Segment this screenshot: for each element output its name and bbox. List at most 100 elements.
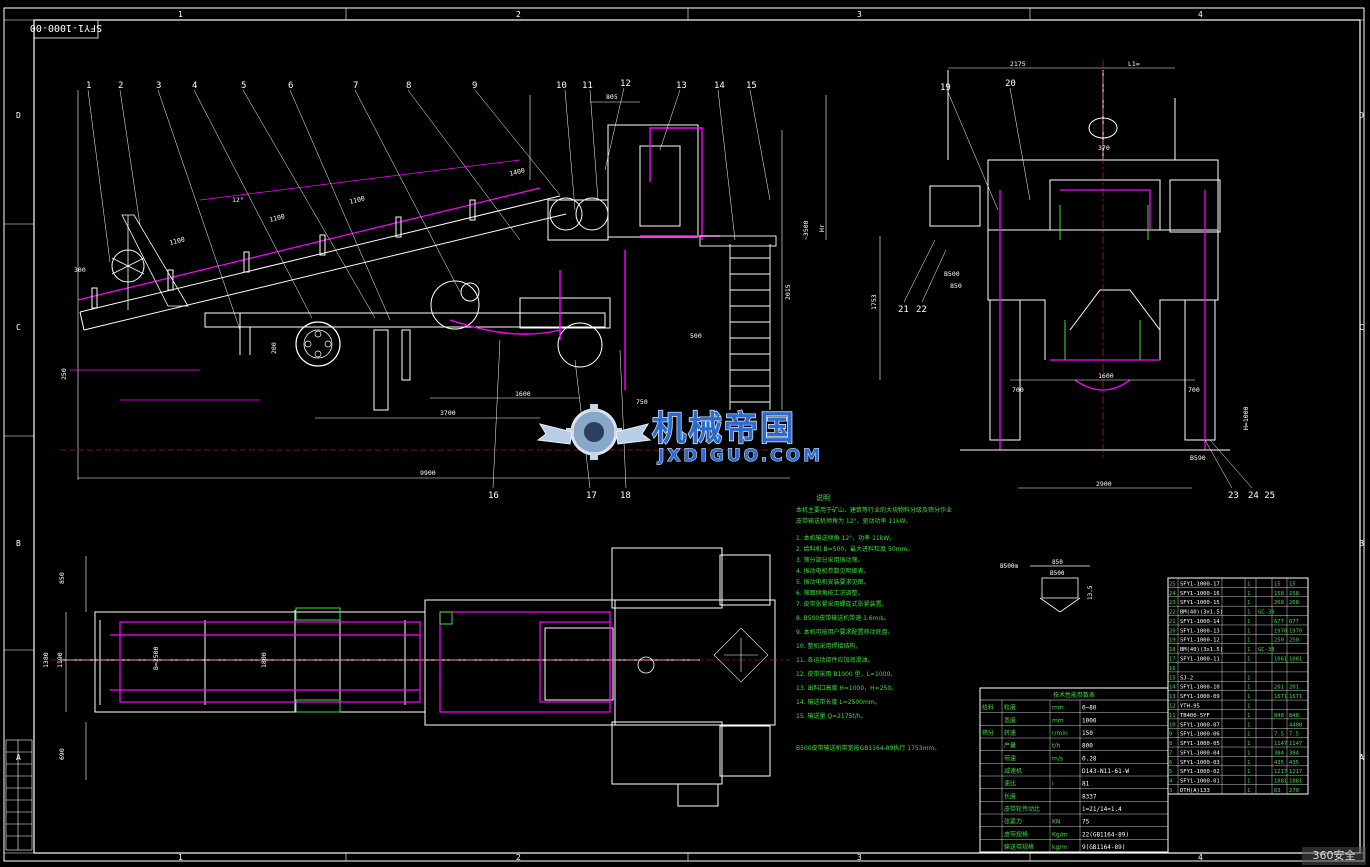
params-table-cell: 产量 <box>1004 742 1016 750</box>
part-balloon: 7 <box>353 81 358 91</box>
bom-table-cell: 10 <box>1169 722 1176 728</box>
dim-text: B=2500 <box>152 646 160 670</box>
bom-table-cell: 1 <box>1247 694 1250 700</box>
bom-table-cell: SFY1-1000-15 <box>1180 600 1220 606</box>
part-balloon: 3 <box>156 81 161 91</box>
part-balloon: 10 <box>556 81 567 91</box>
part-balloon: 15 <box>746 81 757 91</box>
zone-letter: A <box>1359 753 1364 762</box>
zone-letter: D <box>1359 111 1364 120</box>
bom-table-cell: 1 <box>1247 713 1250 719</box>
dim-text: 700 <box>1012 386 1024 394</box>
bom-table-cell: 1 <box>1247 779 1250 785</box>
notes-line: 11. 各运动部件应加润滑油。 <box>796 656 873 664</box>
part-balloon: 14 <box>714 81 725 91</box>
params-table-cell: 给料 <box>982 704 994 712</box>
bom-table-cell: 7.5 <box>1274 732 1284 738</box>
bom-table-cell: 1 <box>1247 750 1250 756</box>
zone-numbers-bottom: 1 2 3 4 <box>178 853 1203 862</box>
notes-line: 6. 筛面倾角按工况调整。 <box>796 589 864 597</box>
dim-text: 1100 <box>169 235 186 247</box>
zone-letters-right: D C B A <box>1359 111 1364 762</box>
bom-table-cell: 1 <box>1247 769 1250 775</box>
params-table-cell: KN <box>1052 819 1060 826</box>
zone-letter: A <box>16 753 21 762</box>
dim-text: 850 <box>58 572 66 584</box>
params-table-cell: m/s <box>1052 755 1063 762</box>
dim-text: 1380 <box>42 652 50 668</box>
bom-table-cell: 23 <box>1169 600 1176 606</box>
drawing-id-box <box>33 19 99 39</box>
part-balloon: 5 <box>241 81 246 91</box>
dim-text: Hr <box>818 224 826 232</box>
bom-table-cell: 20 <box>1169 628 1176 634</box>
notes-line: 4. 振动电机参数见明细表。 <box>796 567 870 575</box>
zone-letter: B <box>16 539 21 548</box>
bom-table-cell: 1 <box>1247 703 1250 709</box>
bom-table-cell: 1 <box>1247 638 1250 644</box>
zone-number: 4 <box>1198 10 1203 19</box>
bom-table-cell: 63 <box>1274 788 1281 794</box>
revision-strip <box>5 739 33 851</box>
dim-text: 1100 <box>269 212 286 224</box>
params-table-cell: 皮带轮传动比 <box>1004 805 1040 813</box>
notes-line: B500皮带输送机带宽按GB1164-89执行 1753mm。 <box>796 744 940 752</box>
params-table-cell: 张紧力 <box>1004 818 1022 826</box>
params-table-cell: t/h <box>1052 743 1060 750</box>
part-balloon: 9 <box>472 81 477 91</box>
params-table-title: 技术性能参数表 <box>1053 691 1095 699</box>
params-table-cell: 9(GB1164-89) <box>1082 844 1125 851</box>
bom-table-cell: TB400-5YF <box>1180 713 1210 719</box>
bom-table-cell: 1 <box>1247 600 1250 606</box>
notes-line: 12. 皮带采用 B1000 型，L=1000。 <box>796 670 896 678</box>
notes-title: 说明 <box>816 493 830 502</box>
bom-table-cell: 268 <box>1274 600 1284 606</box>
plan-view[interactable]: 850 1380 1190 690 B=2500 1800 <box>42 547 790 807</box>
bom-table-cell: 1061 <box>1289 657 1302 663</box>
params-table-cell: 宽度 <box>1004 716 1016 724</box>
part-balloon: 21 <box>898 305 909 315</box>
dim-text: 1100 <box>349 194 366 206</box>
dim-text: 500 <box>690 332 702 340</box>
notes-line: 14. 输送带长度 L=2500mm。 <box>796 698 881 706</box>
dim-text: 750 <box>636 398 648 406</box>
site-logo-watermark: 机械帝国 JXDIGUO.COM <box>536 404 821 467</box>
notes-line: 15. 输送量 Q=2175t/h。 <box>796 712 867 720</box>
bom-table-cell: 1147 <box>1274 741 1287 747</box>
zone-number: 3 <box>857 853 862 862</box>
bom-table-cell: 15 <box>1289 581 1296 587</box>
dim-text: 2015 <box>784 284 792 300</box>
params-table-cell: 800 <box>1082 743 1093 750</box>
dim-text: 2900 <box>1096 480 1112 488</box>
bom-table-cell: 19 <box>1169 638 1176 644</box>
bom-table-cell: 15 <box>1169 675 1176 681</box>
dim-text: 2175 <box>1010 60 1026 68</box>
params-table-cell: r/min <box>1052 730 1068 737</box>
dim-text: B590 <box>1190 454 1206 462</box>
bom-table-cell: SFY1-1000-12 <box>1180 638 1220 644</box>
zone-number: 2 <box>516 10 521 19</box>
zone-letter: C <box>1359 323 1364 332</box>
access-ladder <box>699 235 777 410</box>
notes-line: 3. 筛分部分采用振动筛。 <box>796 556 864 564</box>
bom-table-cell: SFY1-1000-09 <box>1180 694 1220 700</box>
bom-table-cell: 1 <box>1247 760 1250 766</box>
bom-table-cell: 250 <box>1289 638 1299 644</box>
gear-icon <box>566 404 622 460</box>
bom-table-cell: 22 <box>1169 610 1176 616</box>
bom-table-cell: 1671 <box>1274 694 1287 700</box>
part-balloon: 17 <box>586 491 597 501</box>
bom-table-cell: 848 <box>1274 713 1284 719</box>
bom-table-cell: 12 <box>1169 703 1176 709</box>
front-elevation-view[interactable]: 1 2 3 4 5 6 7 8 9 10 11 12 13 14 15 16 1… <box>60 79 827 501</box>
bom-table-cell: 25 <box>1169 581 1176 587</box>
side-elevation-view[interactable]: 19 20 21 22 23 24 25 2175 L1= 1753 2900 … <box>870 60 1275 501</box>
bom-table-cell: 1 <box>1247 732 1250 738</box>
dim-text: 690 <box>58 748 66 760</box>
bom-table-cell: 13 <box>1169 694 1176 700</box>
bom-table-cell: 201 <box>1289 685 1299 691</box>
bom-table-cell: GC-38 <box>1258 610 1275 616</box>
params-table-cell: 0~80 <box>1082 705 1097 712</box>
part-balloon: 20 <box>1005 79 1016 89</box>
